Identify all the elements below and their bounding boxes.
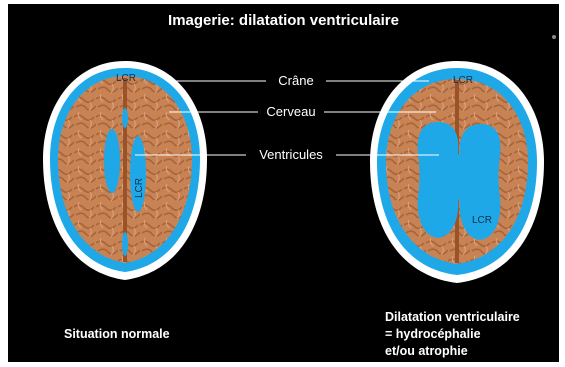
lcr-label-right-top: LCR (453, 75, 473, 86)
brain-dilated (370, 61, 544, 283)
label-cerveau: Cerveau (266, 104, 315, 119)
caption-dilated-line-3: et/ou atrophie (385, 343, 520, 360)
caption-dilated: Dilatation ventriculaire = hydrocéphalie… (385, 309, 520, 360)
ventricle-right-bridge (448, 154, 492, 200)
ventricle-left-c (122, 108, 128, 128)
lcr-label-left-top: LCR (116, 73, 136, 84)
caption-dilated-line-2: = hydrocéphalie (385, 326, 520, 343)
ventricle-left-d (122, 232, 128, 256)
lcr-label-right-ventricle: LCR (472, 215, 492, 226)
lcr-label-left-ventricle: LCR (134, 178, 145, 198)
label-crane: Crâne (278, 73, 313, 88)
decorative-dot (552, 35, 556, 39)
caption-dilated-line-1: Dilatation ventriculaire (385, 309, 520, 326)
caption-normal: Situation normale (64, 326, 170, 343)
brain-normal (43, 61, 207, 280)
ventricle-left-b (130, 136, 146, 212)
ventricle-left-a (104, 129, 120, 193)
slide: Imagerie: dilatation ventriculaire (8, 4, 559, 362)
label-ventricules: Ventricules (259, 147, 323, 162)
